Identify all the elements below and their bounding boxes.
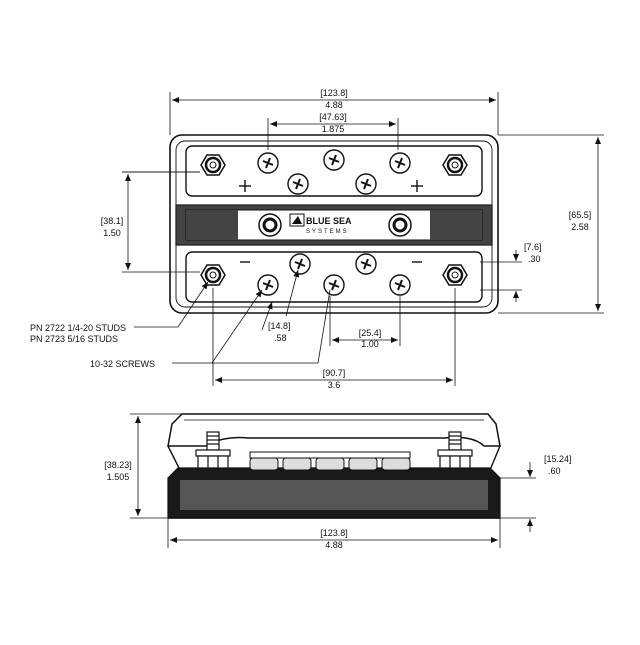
hole-dia-mm: [7.6] [524,242,542,252]
screws-callout: 10-32 SCREWS [90,359,155,369]
logo-line1: BLUE SEA [306,216,352,226]
overall-width-mm: [123.8] [320,88,348,98]
stud-bottom-right [442,264,468,286]
stud-center-left [258,213,282,237]
side-dimension-labels: [38.23] 1.505 [15.24] .60 [123.8] 4.88 [104,454,571,550]
base-height-in: .60 [548,466,561,476]
lower-busbar [185,251,483,303]
side-height-in: 1.505 [107,472,130,482]
polarity-marks [239,180,423,263]
stud-center-right [388,213,412,237]
phillips-screw-icon [257,152,279,174]
screw-pitch-in: 1.00 [361,339,379,349]
overall-width-in: 4.88 [325,100,343,110]
callouts: PN 2722 1/4-20 STUDS PN 2723 5/16 STUDS … [30,323,155,369]
phillips-screw-icon [355,253,377,275]
phillips-screw-icon [257,274,279,296]
logo-line2: SYSTEMS [306,229,349,235]
stud-center-mm: [90.7] [323,368,346,378]
stud-top-right [442,154,468,176]
row-spacing-in: 1.50 [103,228,121,238]
phillips-screw-icon [389,152,411,174]
side-width-in: 4.88 [325,540,343,550]
hole-dia-in: .30 [528,254,541,264]
side-dimension-lines [130,413,536,548]
brand-logo: BLUE SEA SYSTEMS [289,213,352,235]
stud-spacing-mm: [47.63] [319,112,347,122]
phillips-screw-icon [287,173,309,195]
side-screws [249,451,411,471]
phillips-screw-icon [323,274,345,296]
studs-callout-line1: PN 2722 1/4-20 STUDS [30,323,126,333]
upper-busbar [185,145,483,197]
dimension-labels: [123.8] 4.88 [47.63] 1.875 [38.1] 1.50 [… [101,88,592,390]
stud-spacing-in: 1.875 [322,124,345,134]
stud-bottom-left [200,264,226,286]
busbar-outline [169,134,499,314]
phillips-screw-icon [289,253,311,275]
side-stud-left [195,431,231,469]
stud-top-left [200,154,226,176]
overall-height-mm: [65.5] [569,210,592,220]
stud-center-in: 3.6 [328,380,341,390]
screw-group [257,149,411,296]
row-spacing-mm: [38.1] [101,216,124,226]
screw-pitch-mm: [25.4] [359,328,382,338]
base-height-mm: [15.24] [544,454,572,464]
top-view [169,134,499,314]
phillips-screw-icon [355,173,377,195]
overall-height-in: 2.58 [571,222,589,232]
side-width-mm: [123.8] [320,528,348,538]
side-view [167,413,501,519]
side-stud-right [437,431,473,469]
screw-offset-in: .58 [274,333,287,343]
studs-callout-line2: PN 2723 5/16 STUDS [30,334,118,344]
side-height-mm: [38.23] [104,460,132,470]
dimension-lines [122,92,604,386]
phillips-screw-icon [389,274,411,296]
screw-offset-mm: [14.8] [268,321,291,331]
phillips-screw-icon [323,149,345,171]
